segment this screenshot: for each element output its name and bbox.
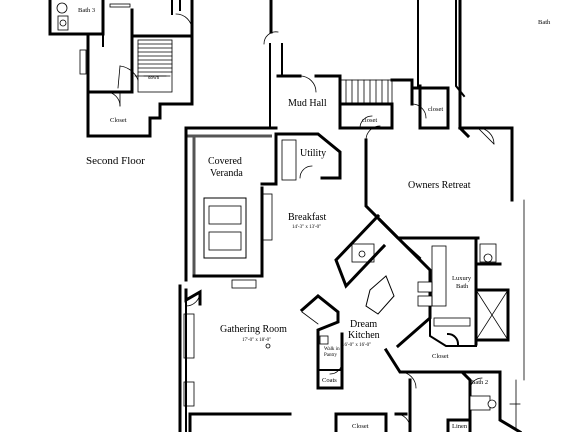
veranda-grill [203, 197, 247, 259]
label-second-floor: Second Floor [86, 155, 145, 167]
label-breakfast-dim: 14'-3" x 13'-0" [292, 225, 321, 230]
label-stair-down: down [148, 76, 160, 81]
label-breakfast: Breakfast [288, 212, 327, 223]
second-floor-walls [48, 0, 194, 138]
label-closet-upper: Closet [110, 117, 127, 124]
label-kitchen: Kitchen [348, 330, 380, 341]
label-walk-in: Walk in [324, 347, 340, 352]
label-closet-mud: closet [362, 117, 377, 124]
label-utility: Utility [300, 148, 326, 159]
label-kitchen-dim: 16'-0" x 16'-0" [342, 343, 371, 348]
label-coats: Coats [322, 377, 337, 384]
room-labels: Bath 3 down Closet Second Floor Mud Hall… [78, 7, 551, 430]
label-closet-mud2: closet [428, 106, 443, 113]
label-bath3: Bath 3 [78, 7, 95, 14]
label-gathering-room: Gathering Room [220, 324, 287, 335]
label-owners-retreat: Owners Retreat [408, 180, 471, 191]
label-mud-hall: Mud Hall [288, 98, 327, 109]
label-luxury-bath: Bath [456, 283, 469, 290]
upper-stairs [134, 39, 173, 93]
label-closet-bottom: Closet [352, 423, 369, 430]
label-pantry: Pantry [324, 353, 338, 358]
label-closet-owner: Closet [432, 353, 449, 360]
label-covered: Covered [208, 156, 242, 167]
label-bath2: Bath 2 [471, 379, 488, 386]
label-veranda: Veranda [210, 168, 243, 179]
label-dream: Dream [350, 319, 377, 330]
main-floor-walls [178, 0, 525, 432]
label-linen: Linen [452, 423, 468, 430]
mud-hall-stairs [339, 79, 393, 105]
label-gathering-dim: 17'-0" x 18'-0" [242, 338, 271, 343]
label-luxury: Luxury [452, 275, 472, 282]
label-bath-top-right: Bath [538, 19, 551, 26]
